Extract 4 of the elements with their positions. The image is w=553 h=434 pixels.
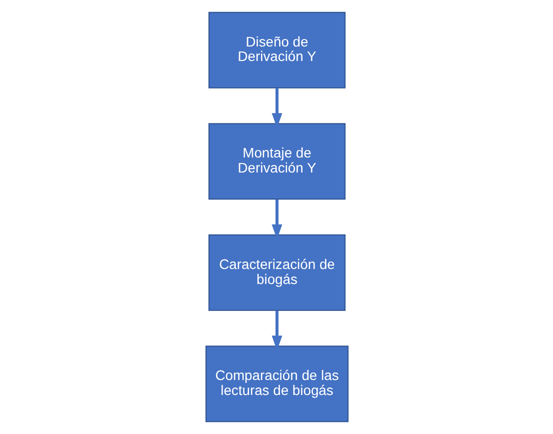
node-box: Caracterización de biogás: [208, 234, 346, 311]
node-box: Diseño de Derivación Y: [208, 12, 346, 88]
node-box: Comparación de las lecturas de biogás: [204, 346, 348, 422]
node-box: Montaje de Derivación Y: [208, 123, 346, 200]
